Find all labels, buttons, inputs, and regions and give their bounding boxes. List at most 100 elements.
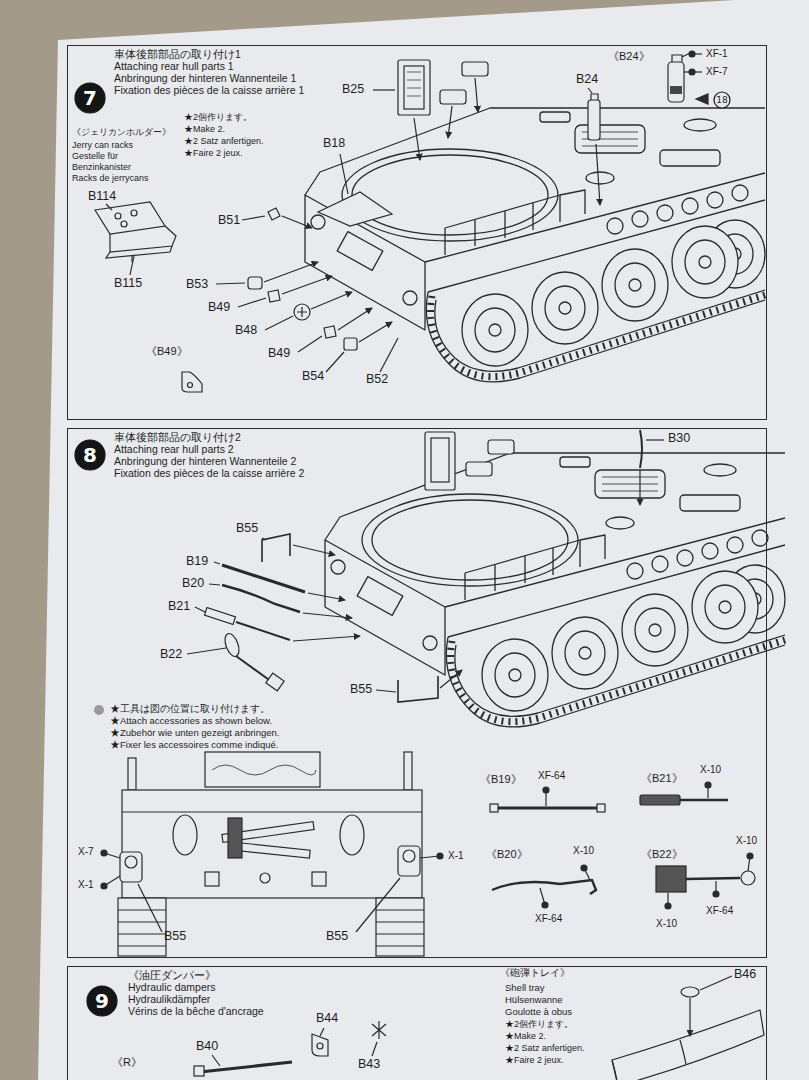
step-title: Anbringung der hinteren Wannenteile 1 (114, 72, 304, 84)
part-number: B43 (358, 1058, 380, 1072)
part-number: B40 (196, 1040, 218, 1054)
step9-parts (612, 1060, 618, 1080)
instruction-note: ★2 Satz anfertigen. (184, 137, 264, 147)
rear-view-drawing (205, 872, 219, 886)
tank-hull-drawing (699, 256, 711, 268)
step-panel: 車体後部部品の取り付け1Attaching rear hull parts 1A… (67, 45, 767, 420)
instruction-note: ★Attach accessories as shown below. (110, 716, 272, 726)
step8-parts (187, 648, 226, 654)
instruction-note: ★Faire 2 jeux. (505, 1056, 564, 1066)
instruction-note: ★2個作ります。 (184, 113, 252, 123)
instruction-note: ★Fixer les accessoires comme indiqué. (110, 740, 278, 750)
tank-hull-drawing (545, 286, 585, 330)
detail-label: 《B21》 (641, 772, 683, 784)
step7-parts (462, 62, 488, 76)
step-title: Hydraulikdämpfer (128, 993, 264, 1005)
paint-detail-drawings (707, 785, 708, 798)
paint-detail-drawings (748, 856, 750, 871)
step8-parts (222, 632, 241, 659)
step9-parts (680, 1040, 686, 1064)
step7-parts (692, 53, 702, 54)
rear-view-drawing (404, 752, 412, 790)
part-number: Benzinkanister (72, 163, 131, 173)
detail-label: 《B19》 (480, 773, 522, 785)
tank-hull-drawing (337, 232, 383, 271)
step7-parts (407, 72, 421, 96)
step7-parts (268, 208, 280, 220)
rear-view-drawing (101, 752, 443, 956)
step8-parts (639, 470, 640, 505)
step-title: Hydraulic dampers (128, 981, 264, 993)
rear-view-drawing (120, 852, 142, 882)
tank-hull-drawing (672, 226, 738, 298)
step8-parts (195, 607, 205, 612)
detail-label: 《ジェリカンホルダー》 (72, 128, 171, 137)
sub-heading: Gestelle für (72, 152, 118, 162)
paint-code: XF-1 (706, 48, 728, 59)
step7-parts (338, 308, 372, 330)
step7-parts (121, 221, 127, 227)
paint-detail-drawings (597, 804, 605, 812)
step7-parts (182, 372, 202, 392)
step7-parts (684, 71, 702, 72)
paint-code: X-10 (736, 835, 757, 846)
step8-parts (94, 705, 104, 715)
step7-parts (670, 86, 682, 94)
part-number: B54 (302, 370, 324, 384)
step-title: Attaching rear hull parts 2 (114, 443, 304, 455)
tank-hull-drawing (684, 119, 716, 131)
step7-parts (373, 89, 395, 90)
rear-view-drawing (398, 846, 420, 876)
tank-hull-drawing (352, 155, 548, 235)
tank-hull-drawing (629, 279, 641, 291)
paint-detail-drawings (680, 799, 728, 802)
part-number: B52 (366, 373, 388, 387)
sub-heading: Jerry can racks (72, 141, 133, 151)
detail-label: 《砲弾トレイ》 (500, 968, 570, 978)
paint-code: X-10 (573, 845, 594, 856)
step7-parts (282, 276, 332, 294)
step7-parts (318, 192, 392, 226)
tank-hull-drawing (540, 112, 570, 122)
step8-parts (488, 440, 514, 454)
paint-detail-drawings (715, 881, 716, 894)
step7-parts (131, 210, 137, 216)
step8-parts (94, 430, 664, 715)
step7-parts (448, 106, 452, 138)
step7-parts (130, 256, 134, 275)
paint-detail-drawings (667, 893, 668, 906)
tank-hull-drawing (462, 294, 528, 366)
rear-view-drawing (420, 856, 440, 858)
rear-view-drawing (376, 910, 424, 946)
step-title: 《油圧ダンパー》 (128, 969, 264, 981)
rear-view-drawing (122, 811, 422, 812)
detail-label: 《B20》 (486, 848, 528, 860)
rear-view-drawing (118, 898, 166, 956)
paint-detail-drawings (545, 790, 546, 806)
step9-parts (700, 976, 732, 990)
step-number-text: 7 (83, 87, 97, 110)
step7-parts (106, 204, 112, 210)
rear-view-drawing (173, 815, 197, 855)
tank-hull-drawing (462, 220, 765, 366)
paint-code: XF-64 (706, 905, 733, 916)
tank-hull-drawing (403, 291, 417, 305)
step-number-text: 8 (83, 444, 97, 467)
step7-parts (248, 277, 262, 289)
step8-parts (209, 584, 220, 585)
step9-parts (200, 1062, 292, 1072)
tank-hull-drawing (475, 308, 515, 352)
tank-hull-drawing (632, 211, 648, 227)
part-number: B115 (114, 277, 142, 291)
paint-code: XF-7 (706, 66, 728, 77)
rear-view-drawing (260, 873, 270, 883)
step8-parts (640, 430, 642, 468)
step7-parts (380, 338, 398, 372)
tank-hull-drawing (445, 195, 560, 255)
paint-code: XF-64 (538, 770, 565, 781)
rear-view-drawing (356, 878, 400, 932)
step7-parts (588, 100, 600, 140)
step-number: 8 (74, 439, 106, 471)
sub-heading: Goulotte à obus (505, 1007, 572, 1017)
paint-code: X-1 (448, 850, 464, 861)
